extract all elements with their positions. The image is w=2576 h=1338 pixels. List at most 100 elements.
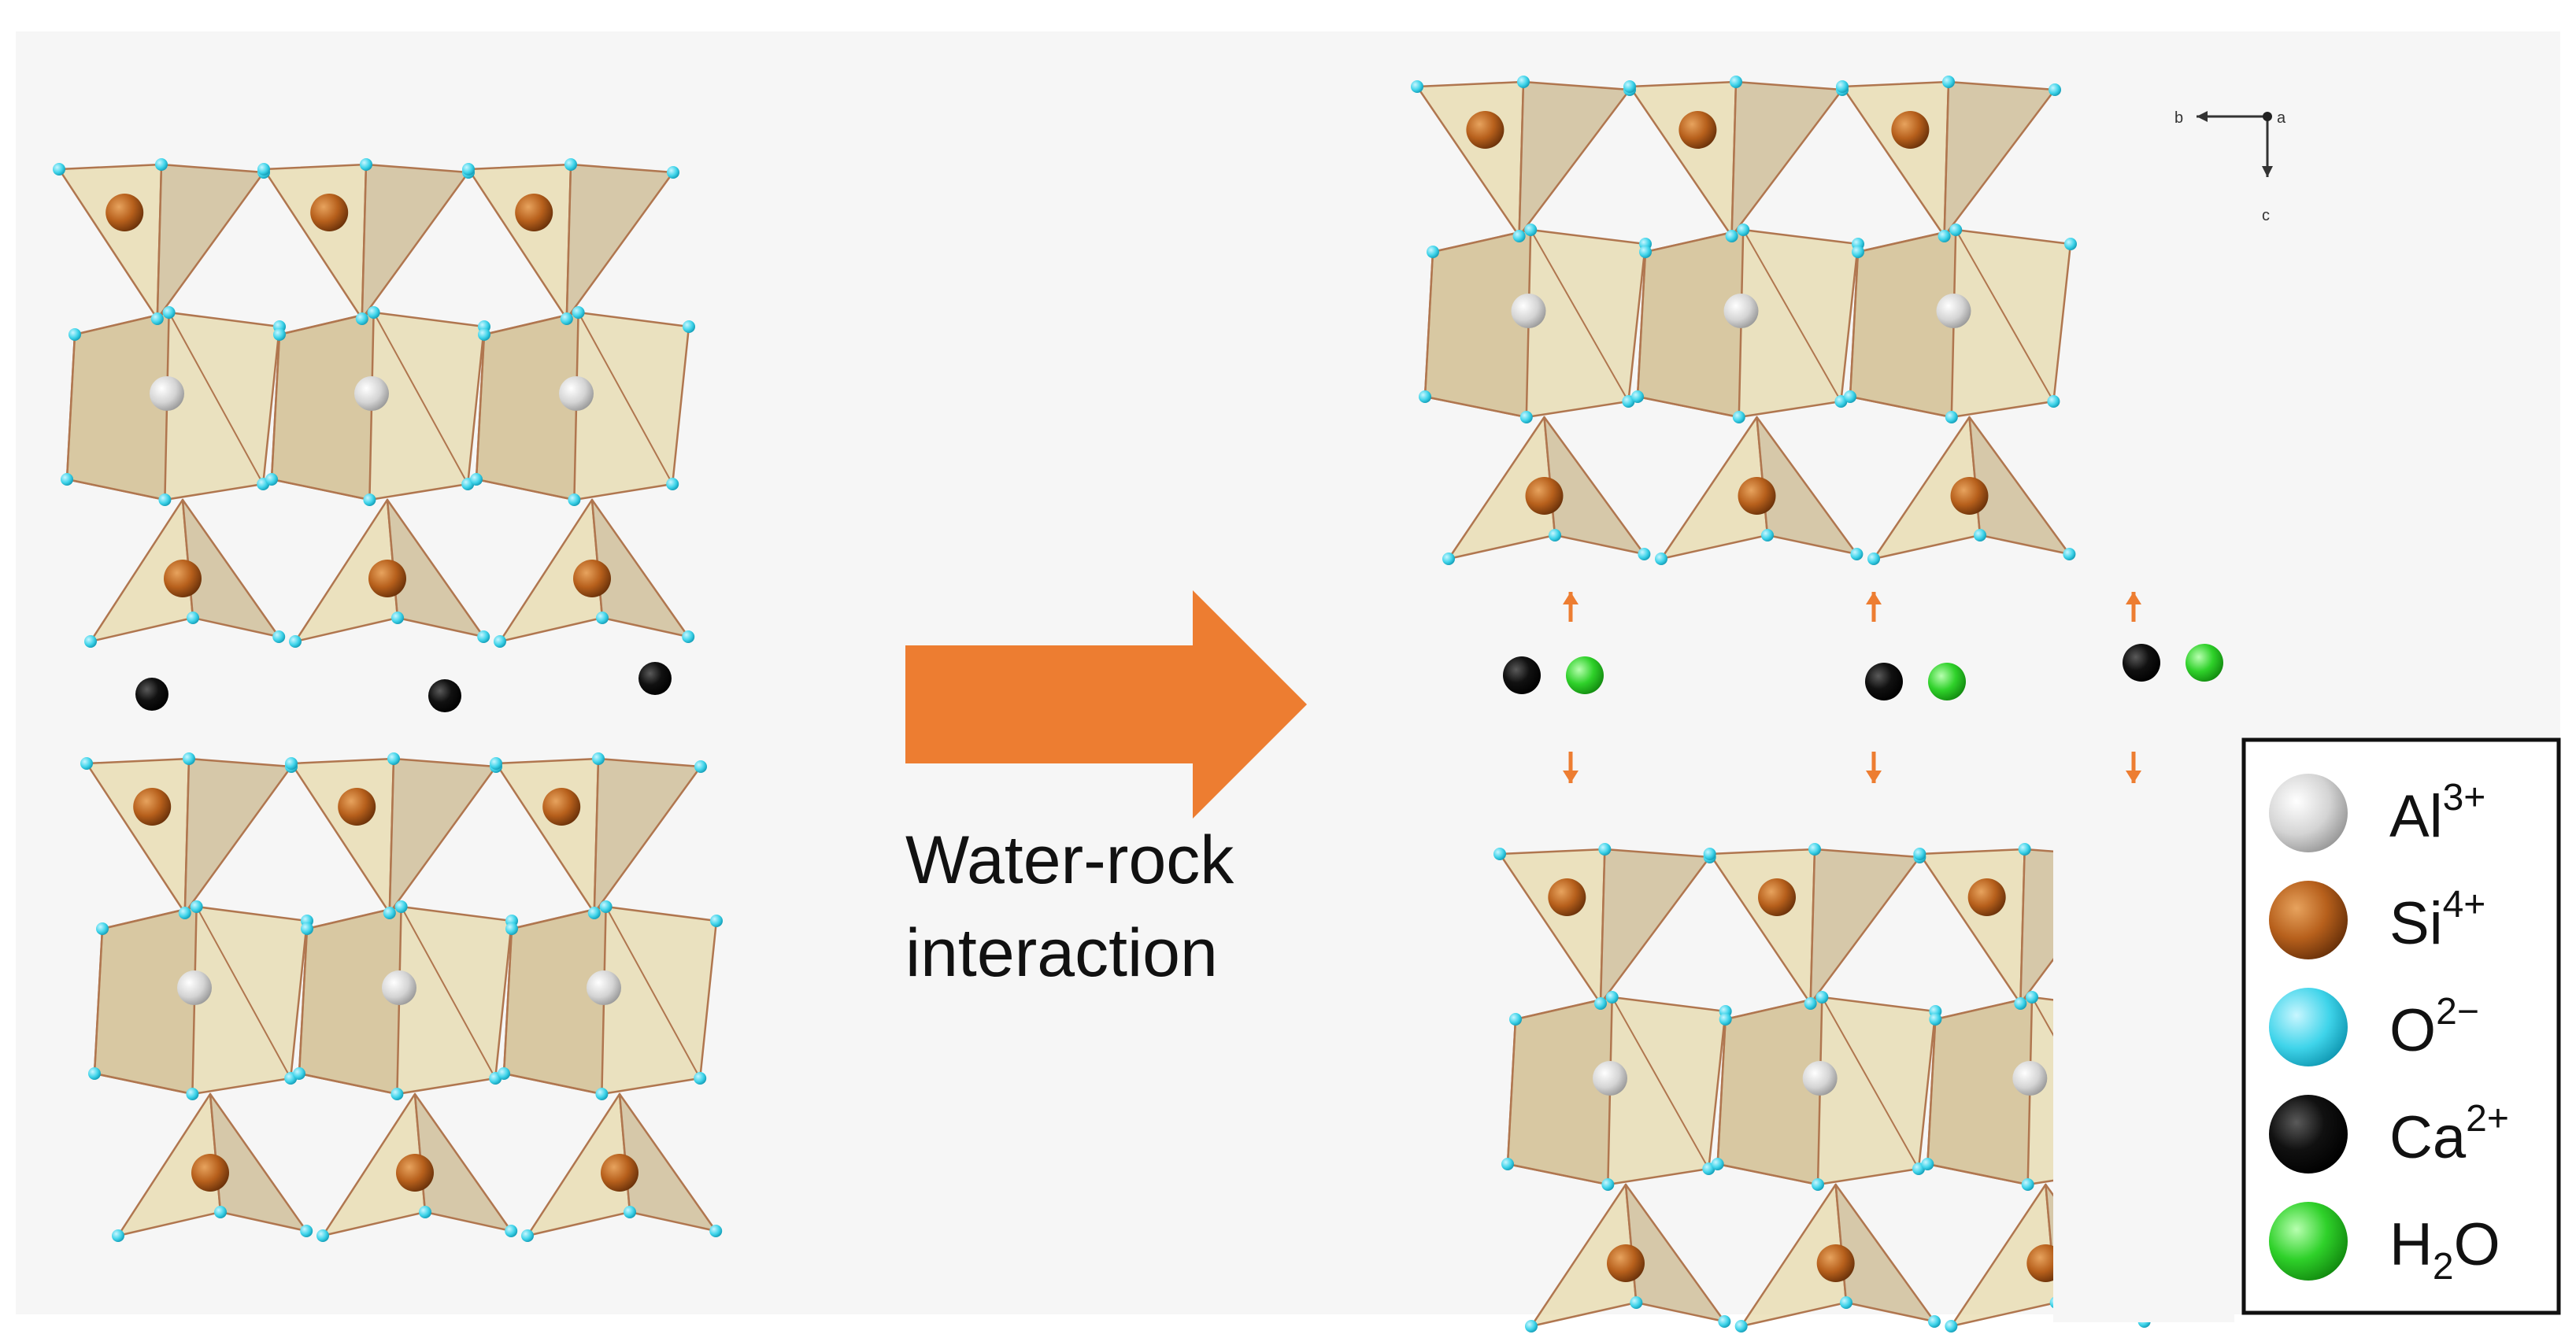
- tetrahedron: [565, 163, 675, 320]
- si-atom: [133, 788, 172, 826]
- o-atom: [2021, 1178, 2034, 1191]
- si-atom: [338, 788, 376, 826]
- clay-layer: [53, 158, 695, 648]
- al-atom: [177, 970, 212, 1005]
- o-atom: [1719, 1013, 1732, 1026]
- octahedron-face: [475, 311, 579, 501]
- o-atom: [694, 760, 707, 773]
- o-atom: [162, 306, 176, 319]
- water-molecule: [1928, 663, 1966, 700]
- clay-layer: [1493, 843, 2152, 1332]
- al-atom: [1593, 1061, 1627, 1096]
- octahedron-edge: [577, 312, 674, 485]
- o-atom: [682, 630, 695, 643]
- o-atom: [88, 1067, 101, 1080]
- al-atom: [587, 970, 621, 1005]
- o-atom: [1928, 1315, 1941, 1328]
- o-atom: [96, 922, 109, 935]
- o-atom: [289, 635, 302, 648]
- si-atom: [310, 194, 349, 231]
- ca-ion: [2123, 644, 2160, 682]
- si-atom: [368, 560, 406, 597]
- legend-swatch-water: [2269, 1202, 2348, 1281]
- o-atom: [564, 158, 577, 171]
- si-atom: [1678, 111, 1717, 149]
- o-atom: [1734, 1320, 1748, 1332]
- o-atom: [360, 158, 372, 171]
- o-atom: [1605, 991, 1619, 1004]
- o-atom: [293, 1067, 305, 1080]
- tetrahedron: [183, 757, 293, 915]
- ca-ion: [428, 679, 461, 712]
- al-atom: [1723, 294, 1759, 328]
- tetrahedron: [386, 498, 485, 638]
- o-atom: [1442, 553, 1455, 565]
- o-atom: [363, 493, 376, 506]
- interlayer-ions: [135, 644, 2223, 712]
- o-atom: [1840, 1296, 1852, 1309]
- ca-ion: [1865, 663, 1903, 700]
- o-atom: [477, 630, 490, 643]
- al-atom: [559, 376, 594, 411]
- clay-layer: [1411, 76, 2077, 565]
- o-atom: [1942, 76, 1955, 88]
- octahedron-face: [1636, 228, 1745, 419]
- layer-expansion-arrows: [1563, 592, 2141, 783]
- octahedron-edge: [400, 906, 497, 1079]
- axis-a-label: a: [2277, 109, 2286, 127]
- o-atom: [1594, 997, 1607, 1010]
- si-atom: [1758, 878, 1796, 916]
- o-atom: [1493, 848, 1506, 860]
- o-atom: [490, 757, 502, 770]
- o-atom: [316, 1229, 329, 1242]
- tetrahedron: [413, 1092, 513, 1233]
- octahedron-edge: [1821, 996, 1919, 1170]
- si-atom: [105, 194, 144, 231]
- o-atom: [1519, 411, 1533, 423]
- o-atom: [68, 328, 81, 341]
- octahedron-face: [93, 905, 198, 1096]
- o-atom: [183, 752, 195, 765]
- o-atom: [494, 635, 506, 648]
- o-atom: [709, 1225, 723, 1237]
- o-atom: [383, 907, 396, 919]
- tetrahedron: [1968, 416, 2071, 556]
- o-atom: [560, 312, 573, 325]
- o-atom: [1703, 848, 1716, 860]
- o-atom: [1638, 548, 1651, 560]
- tetrahedron: [1943, 80, 2056, 238]
- o-atom: [572, 306, 585, 319]
- o-atom: [1929, 1013, 1942, 1026]
- o-atom: [2014, 997, 2027, 1010]
- o-atom: [1601, 1178, 1615, 1191]
- al-atom: [150, 376, 184, 411]
- o-atom: [1655, 553, 1667, 565]
- o-atom: [1411, 80, 1423, 93]
- clay-structure-before: [53, 158, 723, 1242]
- o-atom: [112, 1229, 124, 1242]
- o-atom: [1808, 843, 1821, 856]
- tetrahedron: [388, 757, 498, 915]
- octahedron-edge: [1742, 229, 1842, 402]
- o-atom: [1737, 224, 1750, 236]
- o-atom: [391, 612, 404, 624]
- o-atom: [1867, 553, 1880, 565]
- o-atom: [1427, 246, 1439, 258]
- o-atom: [596, 612, 609, 624]
- o-atom: [155, 158, 168, 171]
- o-atom: [367, 306, 380, 319]
- clay-layer: [80, 752, 723, 1242]
- o-atom: [1525, 1320, 1538, 1332]
- axis-b-label: b: [2174, 109, 2183, 127]
- expansion-arrow-head: [1866, 771, 1882, 783]
- o-atom: [301, 922, 313, 935]
- o-atom: [186, 1088, 199, 1100]
- o-atom: [1938, 230, 1951, 242]
- o-atom: [1725, 230, 1738, 242]
- tetrahedron: [1756, 416, 1858, 556]
- o-atom: [505, 922, 518, 935]
- o-atom: [1812, 1178, 1824, 1191]
- o-atom: [1711, 1158, 1724, 1170]
- o-atom: [300, 1225, 313, 1237]
- o-atom: [273, 328, 286, 341]
